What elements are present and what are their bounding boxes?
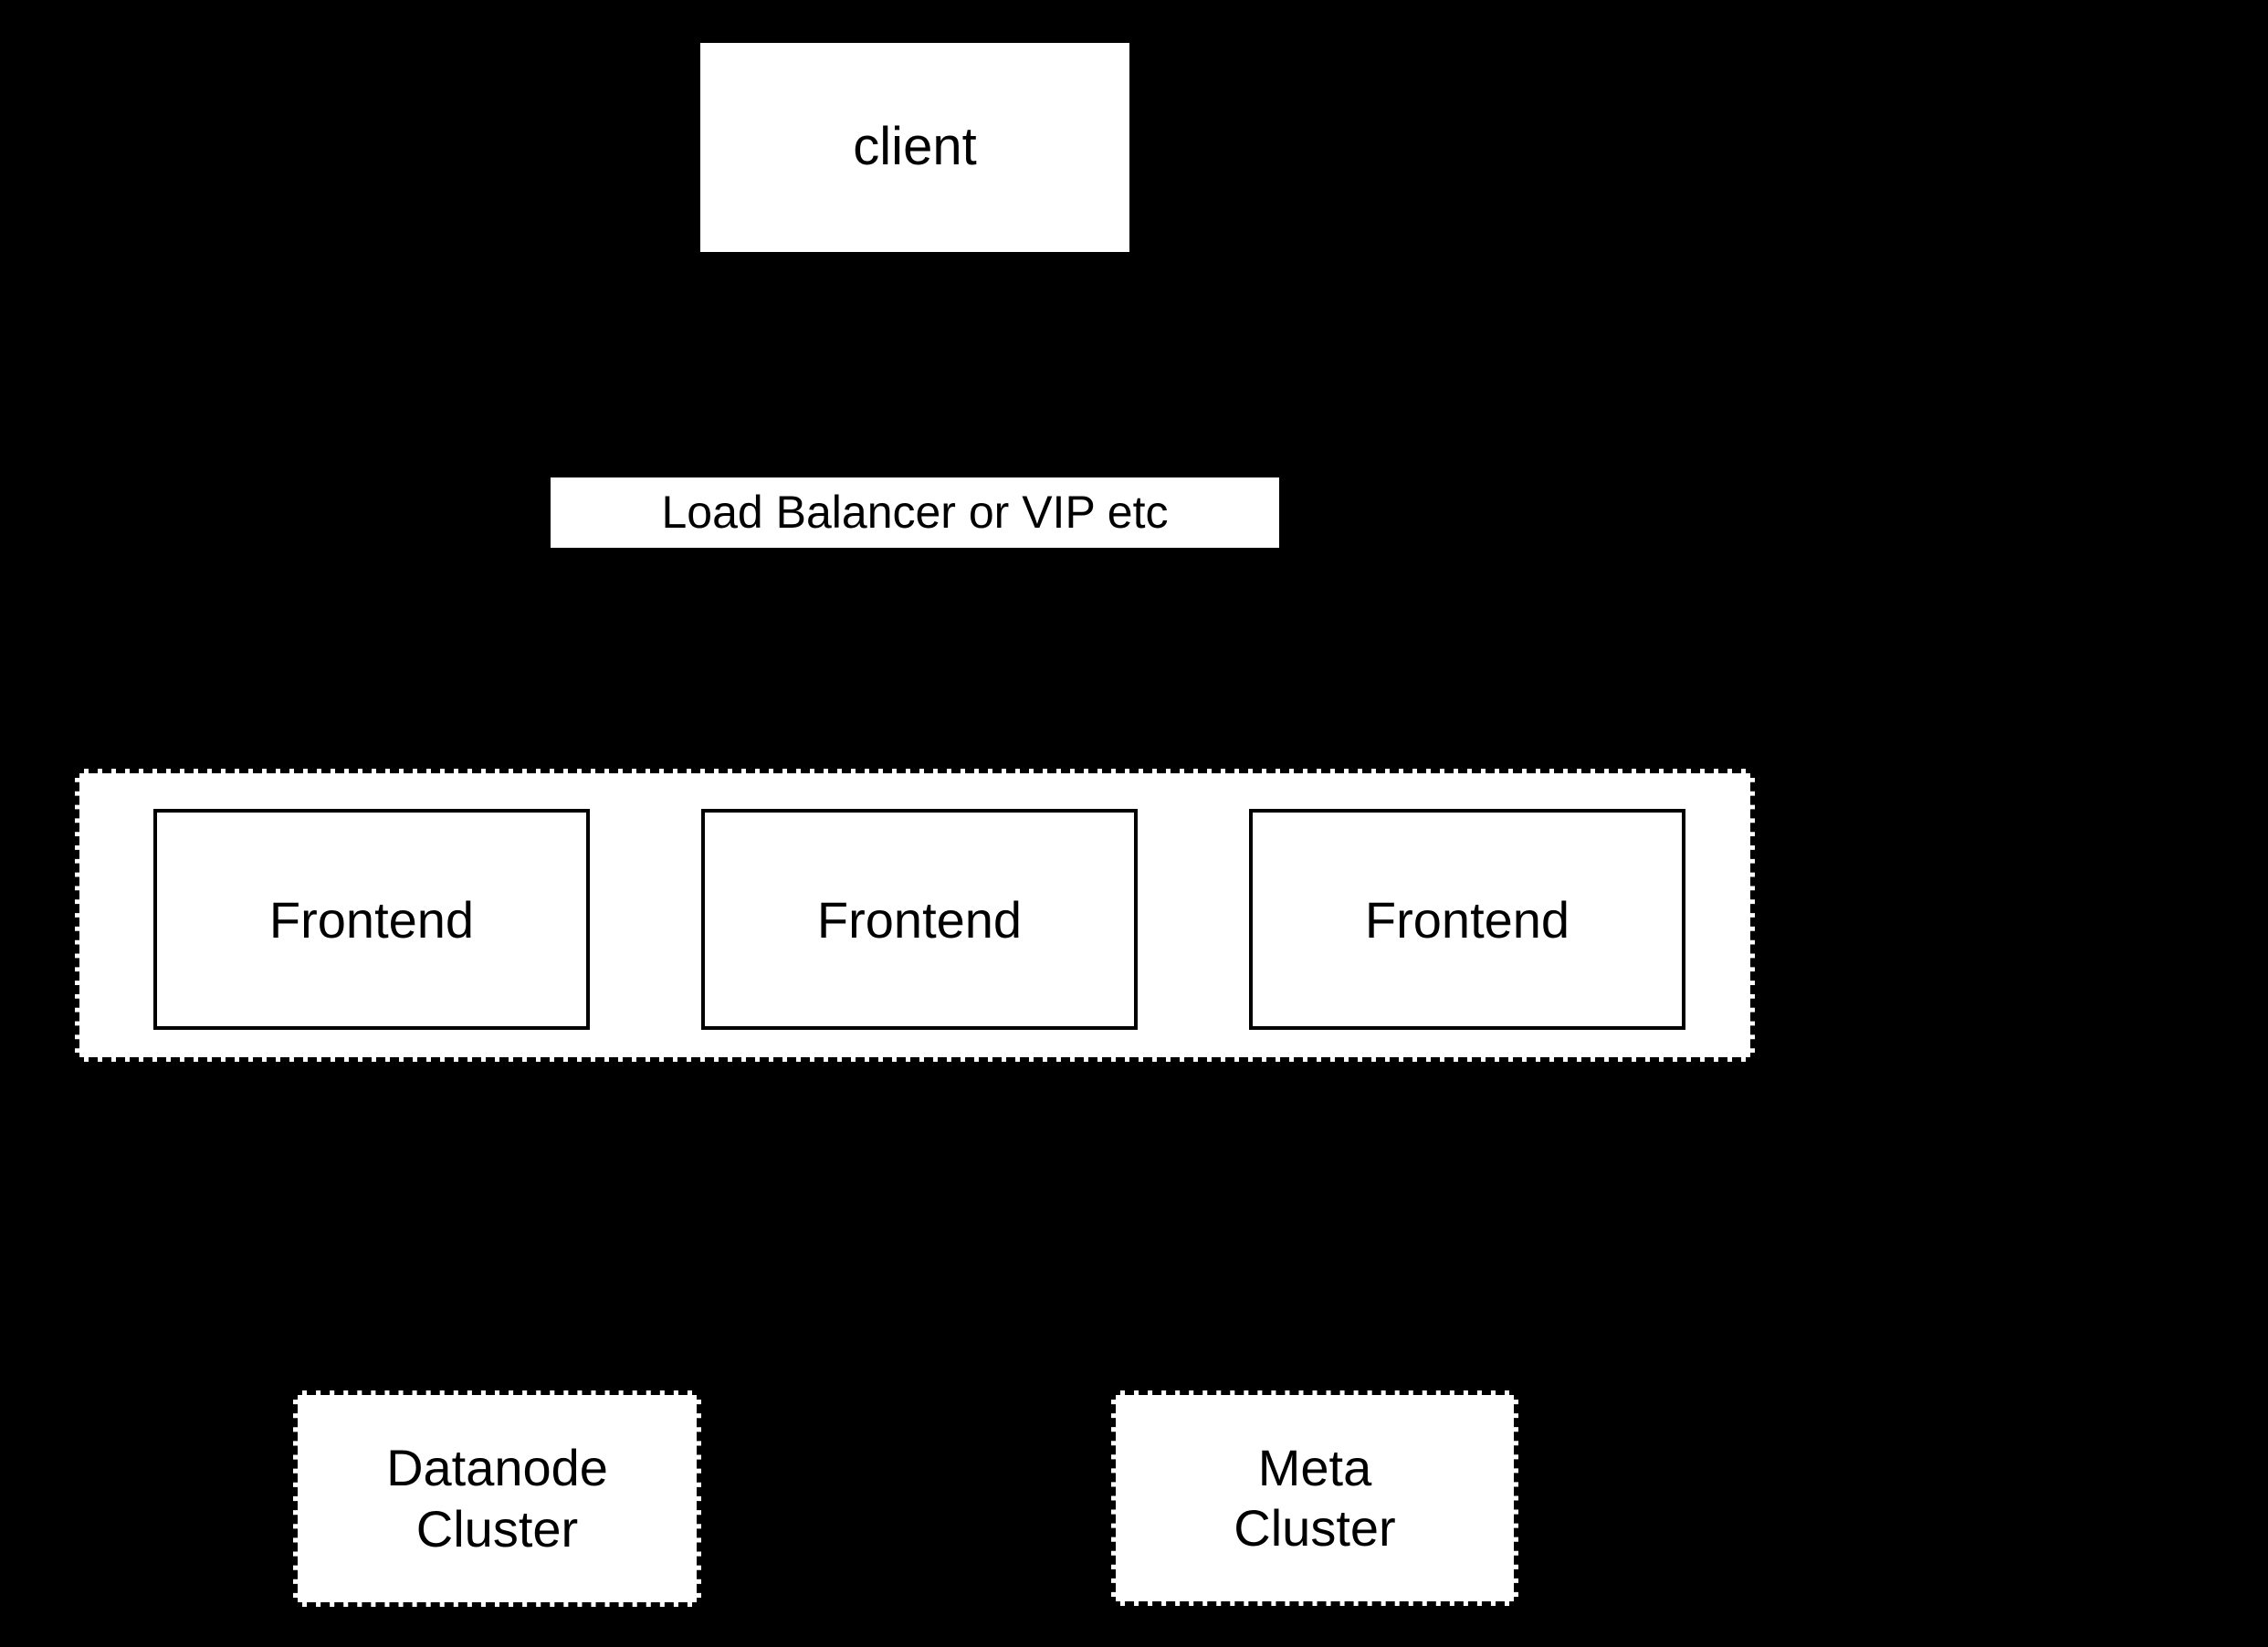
node-frontend-3-label: Frontend [1364, 890, 1570, 949]
node-load-balancer-label: Load Balancer or VIP etc [661, 487, 1169, 538]
node-meta-cluster-label-line-2: Cluster [1234, 1499, 1396, 1557]
node-client[interactable]: client [697, 39, 1133, 256]
node-frontend-cluster[interactable]: Frontend Frontend Frontend [75, 769, 1755, 1062]
node-frontend-1-label: Frontend [268, 890, 475, 949]
node-frontend-1[interactable]: Frontend [153, 809, 590, 1030]
node-datanode-cluster[interactable]: Datanode Cluster [293, 1390, 701, 1607]
node-meta-cluster[interactable]: Meta Cluster [1111, 1390, 1518, 1606]
node-frontend-2-label: Frontend [816, 890, 1023, 949]
node-datanode-cluster-label-line-1: Datanode [386, 1439, 608, 1497]
node-load-balancer[interactable]: Load Balancer or VIP etc [551, 477, 1279, 548]
node-client-label: client [853, 117, 977, 177]
node-meta-cluster-label-line-1: Meta [1257, 1438, 1372, 1496]
node-frontend-3[interactable]: Frontend [1249, 809, 1685, 1030]
node-datanode-cluster-label-line-2: Cluster [415, 1499, 579, 1558]
node-frontend-2[interactable]: Frontend [701, 809, 1138, 1030]
